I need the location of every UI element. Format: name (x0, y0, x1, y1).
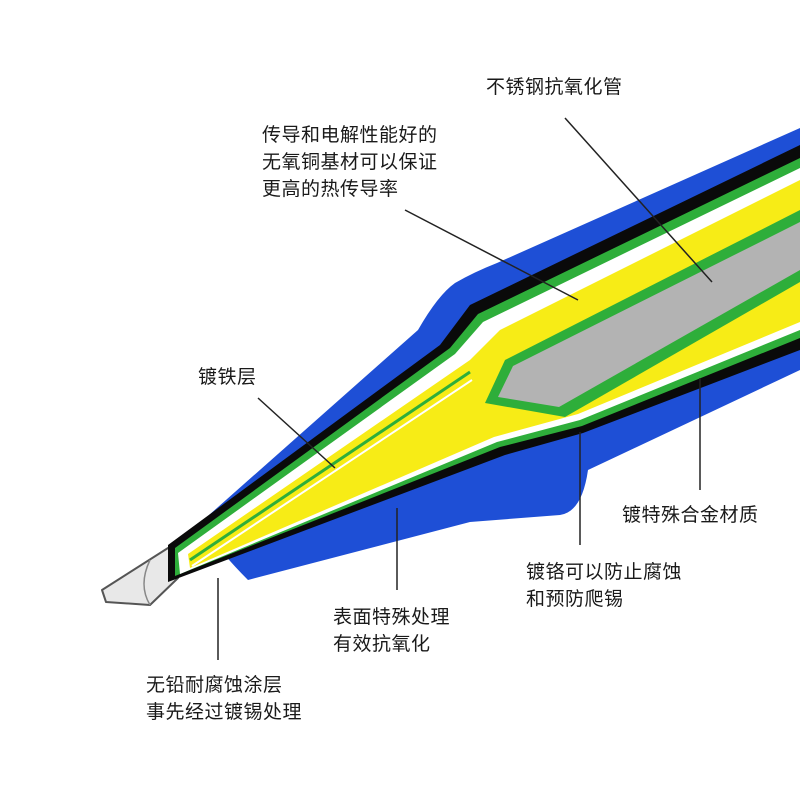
inner-green-line (189, 370, 471, 562)
tip-curve-line (143, 559, 151, 606)
label-iron-plating: 镀铁层 (198, 366, 257, 388)
label-chrome-plating: 镀铬可以防止腐蚀 和预防爬锡 (526, 561, 683, 610)
leader-iron-plating (257, 397, 336, 469)
label-special-alloy: 镀特殊合金材质 (622, 504, 759, 526)
label-copper-base: 传导和电解性能好的 无氧铜基材可以保证 更高的热传导率 (262, 124, 438, 200)
leader-stainless-tube (564, 117, 713, 283)
yellow-copper-core (188, 180, 800, 568)
inner-white-line (191, 379, 473, 567)
stainless-tube (498, 222, 800, 407)
label-lead-free-coating: 无铅耐腐蚀涂层 事先经过镀锡处理 (146, 674, 303, 723)
label-stainless-tube: 不锈钢抗氧化管 (486, 76, 623, 98)
leader-copper-base (404, 209, 579, 301)
leader-lines (217, 117, 713, 660)
label-surface-treatment: 表面特殊处理 有效抗氧化 (333, 606, 451, 655)
